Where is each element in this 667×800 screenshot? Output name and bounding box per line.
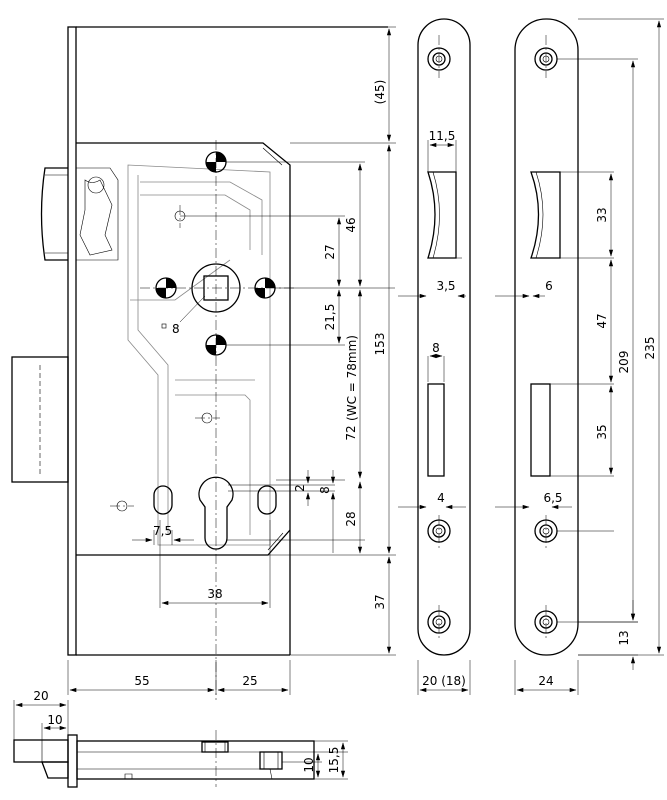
dim-33: 33: [595, 207, 609, 222]
dim-28: 28: [344, 511, 358, 526]
lock-front-view: (45) 46 27 21,5 153 (WC = 78mm) 72 28 37…: [11, 26, 396, 700]
dim-6-5: 6,5: [543, 491, 562, 505]
dim-209: 209: [617, 351, 631, 374]
dim-27: 27: [323, 244, 337, 259]
dim-35: 35: [595, 424, 609, 439]
spindle-and-screw-holes: [116, 151, 277, 550]
dim-13: 13: [617, 630, 631, 645]
cylinder-cutout: [198, 476, 234, 550]
dim-15-5: 15,5: [327, 747, 341, 774]
lock-case: [76, 26, 388, 656]
dim-72: 72: [344, 425, 358, 440]
dim-235: 235: [643, 337, 657, 360]
dim-45: (45): [373, 80, 387, 105]
dim-21-5: 21,5: [323, 304, 337, 331]
inner-plate-contour: [127, 164, 271, 546]
dim-46: 46: [344, 217, 358, 232]
dim-55: 55: [134, 674, 149, 688]
dim-8-square: 8: [172, 322, 180, 336]
dim-25: 25: [242, 674, 257, 688]
dim-11-5: 11,5: [429, 129, 456, 143]
dim-3-5: 3,5: [436, 279, 455, 293]
dim-153: 153: [373, 333, 387, 356]
dim-20-18: 20 (18): [422, 674, 466, 688]
lock-side-view: 20 10 10 15,5: [13, 689, 348, 788]
dim-10-height: 10: [302, 757, 316, 772]
dim-10-side: 10: [47, 713, 62, 727]
dead-bolt: [11, 356, 69, 483]
dim-20-side: 20: [33, 689, 48, 703]
strike-plate-wide: 33 6 47 209 235 35 6,5 13 24: [495, 18, 664, 695]
dim-37: 37: [373, 594, 387, 609]
dim-6: 6: [545, 279, 553, 293]
dim-wc: (WC = 78mm): [345, 335, 359, 421]
faceplate: [67, 26, 77, 656]
dim-8-strike: 8: [432, 341, 440, 355]
dim-7-5: 7,5: [153, 524, 172, 538]
dim-8-cyl: 8: [318, 486, 332, 494]
dim-47: 47: [595, 313, 609, 328]
strike-plate-narrow: 11,5 3,5 8 4 20 (18): [398, 18, 471, 695]
latch-bolt: [40, 167, 119, 261]
dim-38: 38: [207, 587, 222, 601]
dim-2: 2: [293, 484, 307, 492]
dim-24: 24: [538, 674, 553, 688]
dim-4: 4: [437, 491, 445, 505]
